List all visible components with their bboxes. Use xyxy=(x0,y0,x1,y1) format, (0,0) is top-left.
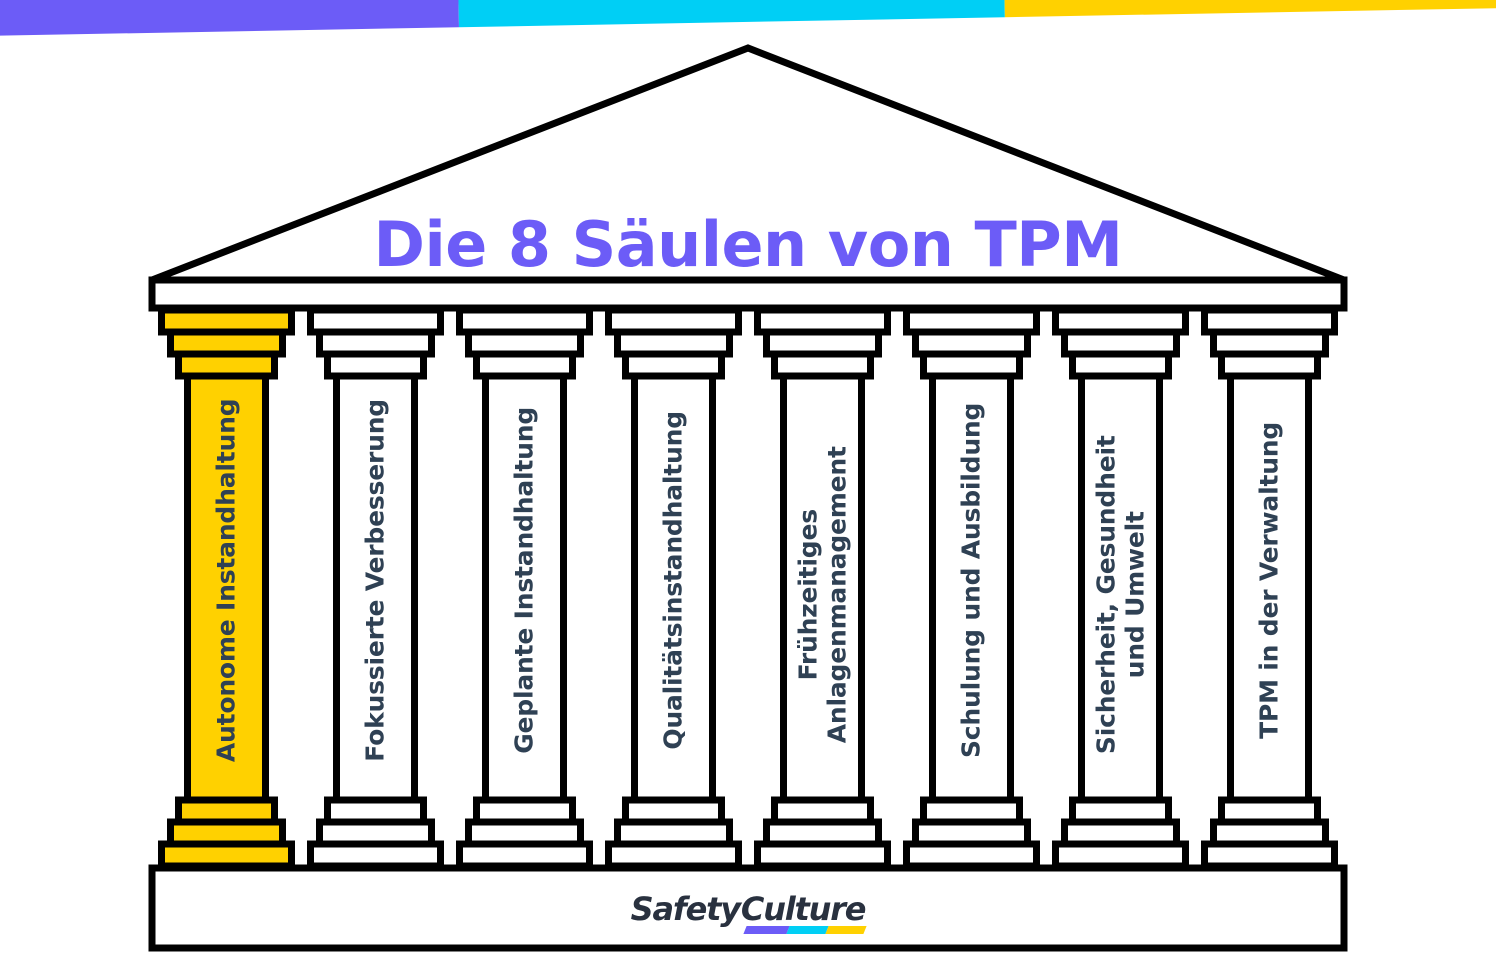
pillar-2-shaft xyxy=(333,372,418,804)
brand-logo-safety: Safety xyxy=(630,890,741,928)
pillar-4-base-tier-3 xyxy=(605,840,742,870)
pillar-4-shaft xyxy=(631,372,716,804)
pillar-5-shaft xyxy=(780,372,865,804)
pediment-triangle xyxy=(150,44,1346,284)
pillar-3-shaft xyxy=(482,372,567,804)
pillars-group xyxy=(158,306,1338,870)
pillar-8-shaft xyxy=(1227,372,1312,804)
pillar-7-shaft xyxy=(1078,372,1163,804)
logo-underline-yellow xyxy=(825,926,867,934)
stylobate xyxy=(148,864,1348,952)
brand-logo-culture: Culture xyxy=(740,890,867,928)
pillar-5-base-tier-3 xyxy=(754,840,891,870)
pillar-1-base-tier-3 xyxy=(158,840,295,870)
pillar-3-base-tier-3 xyxy=(456,840,593,870)
pillar-7-base-tier-3 xyxy=(1052,840,1189,870)
brand-logo-text: SafetyCulture xyxy=(630,890,867,928)
architrave-bar xyxy=(148,276,1348,312)
pillar-6-base-tier-3 xyxy=(903,840,1040,870)
logo-underline-purple xyxy=(743,926,791,934)
logo-underline-cyan xyxy=(786,926,829,934)
pillar-2-base-tier-3 xyxy=(307,840,444,870)
pillar-8-base-tier-3 xyxy=(1201,840,1338,870)
brand-logo: SafetyCulture xyxy=(0,890,1496,934)
pediment-group xyxy=(148,44,1348,312)
pillar-6-shaft xyxy=(929,372,1014,804)
stylobate-group xyxy=(148,864,1348,952)
brand-logo-underline xyxy=(743,926,867,934)
pillar-1-shaft xyxy=(184,372,269,804)
